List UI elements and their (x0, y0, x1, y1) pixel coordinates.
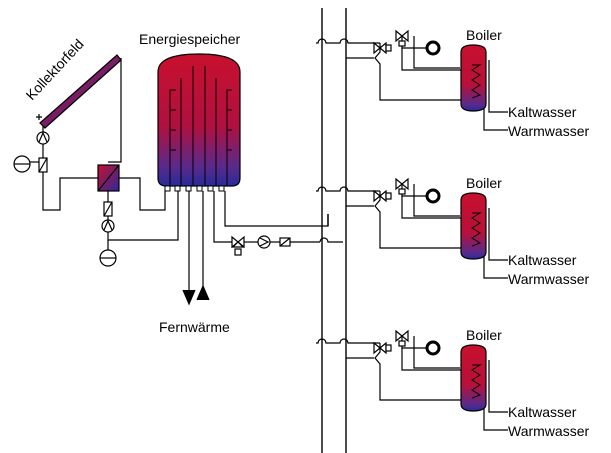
boiler-coil-icon (471, 364, 482, 399)
boiler-label: Boiler (466, 175, 502, 191)
storage-nozzles (164, 185, 225, 192)
boiler-label: Boiler (466, 27, 502, 43)
boiler-label: Boiler (466, 327, 502, 343)
storage-internal-pipes (169, 66, 232, 186)
storage-to-distribution-pipes (213, 191, 343, 243)
boiler-coil-icon (471, 212, 482, 247)
distribution-valves (231, 235, 291, 256)
secondary-pump-group (99, 201, 117, 267)
risers (321, 8, 347, 453)
storage-label: Energiespeicher (139, 31, 241, 47)
cold-water-label: Kaltwasser (508, 252, 577, 268)
energy-storage: Energiespeicher (139, 31, 241, 192)
cold-water-label: Kaltwasser (508, 104, 577, 120)
warm-water-label: Warmwasser (508, 123, 589, 139)
heat-exchanger (97, 164, 120, 192)
district-heating-label: Fernwärme (159, 319, 230, 335)
cold-water-label: Kaltwasser (508, 404, 577, 420)
boiler-unit-3: Boiler Kaltwasser Warmwasser (316, 327, 589, 439)
boiler-unit-2: Boiler Kaltwasser Warmwasser (316, 175, 589, 287)
collector-field: Kollektorfeld (22, 36, 122, 129)
storage-tank (157, 53, 241, 187)
warm-water-label: Warmwasser (508, 271, 589, 287)
boiler-coil-icon (471, 64, 482, 99)
boiler-tank (460, 44, 487, 112)
district-heating-pipes (182, 191, 210, 306)
boiler-tank (460, 192, 487, 260)
boiler-tank (460, 344, 487, 412)
warm-water-label: Warmwasser (508, 423, 589, 439)
collector-pump-group (13, 114, 50, 173)
boiler-unit-1: Boiler Kaltwasser Warmwasser (316, 27, 589, 139)
